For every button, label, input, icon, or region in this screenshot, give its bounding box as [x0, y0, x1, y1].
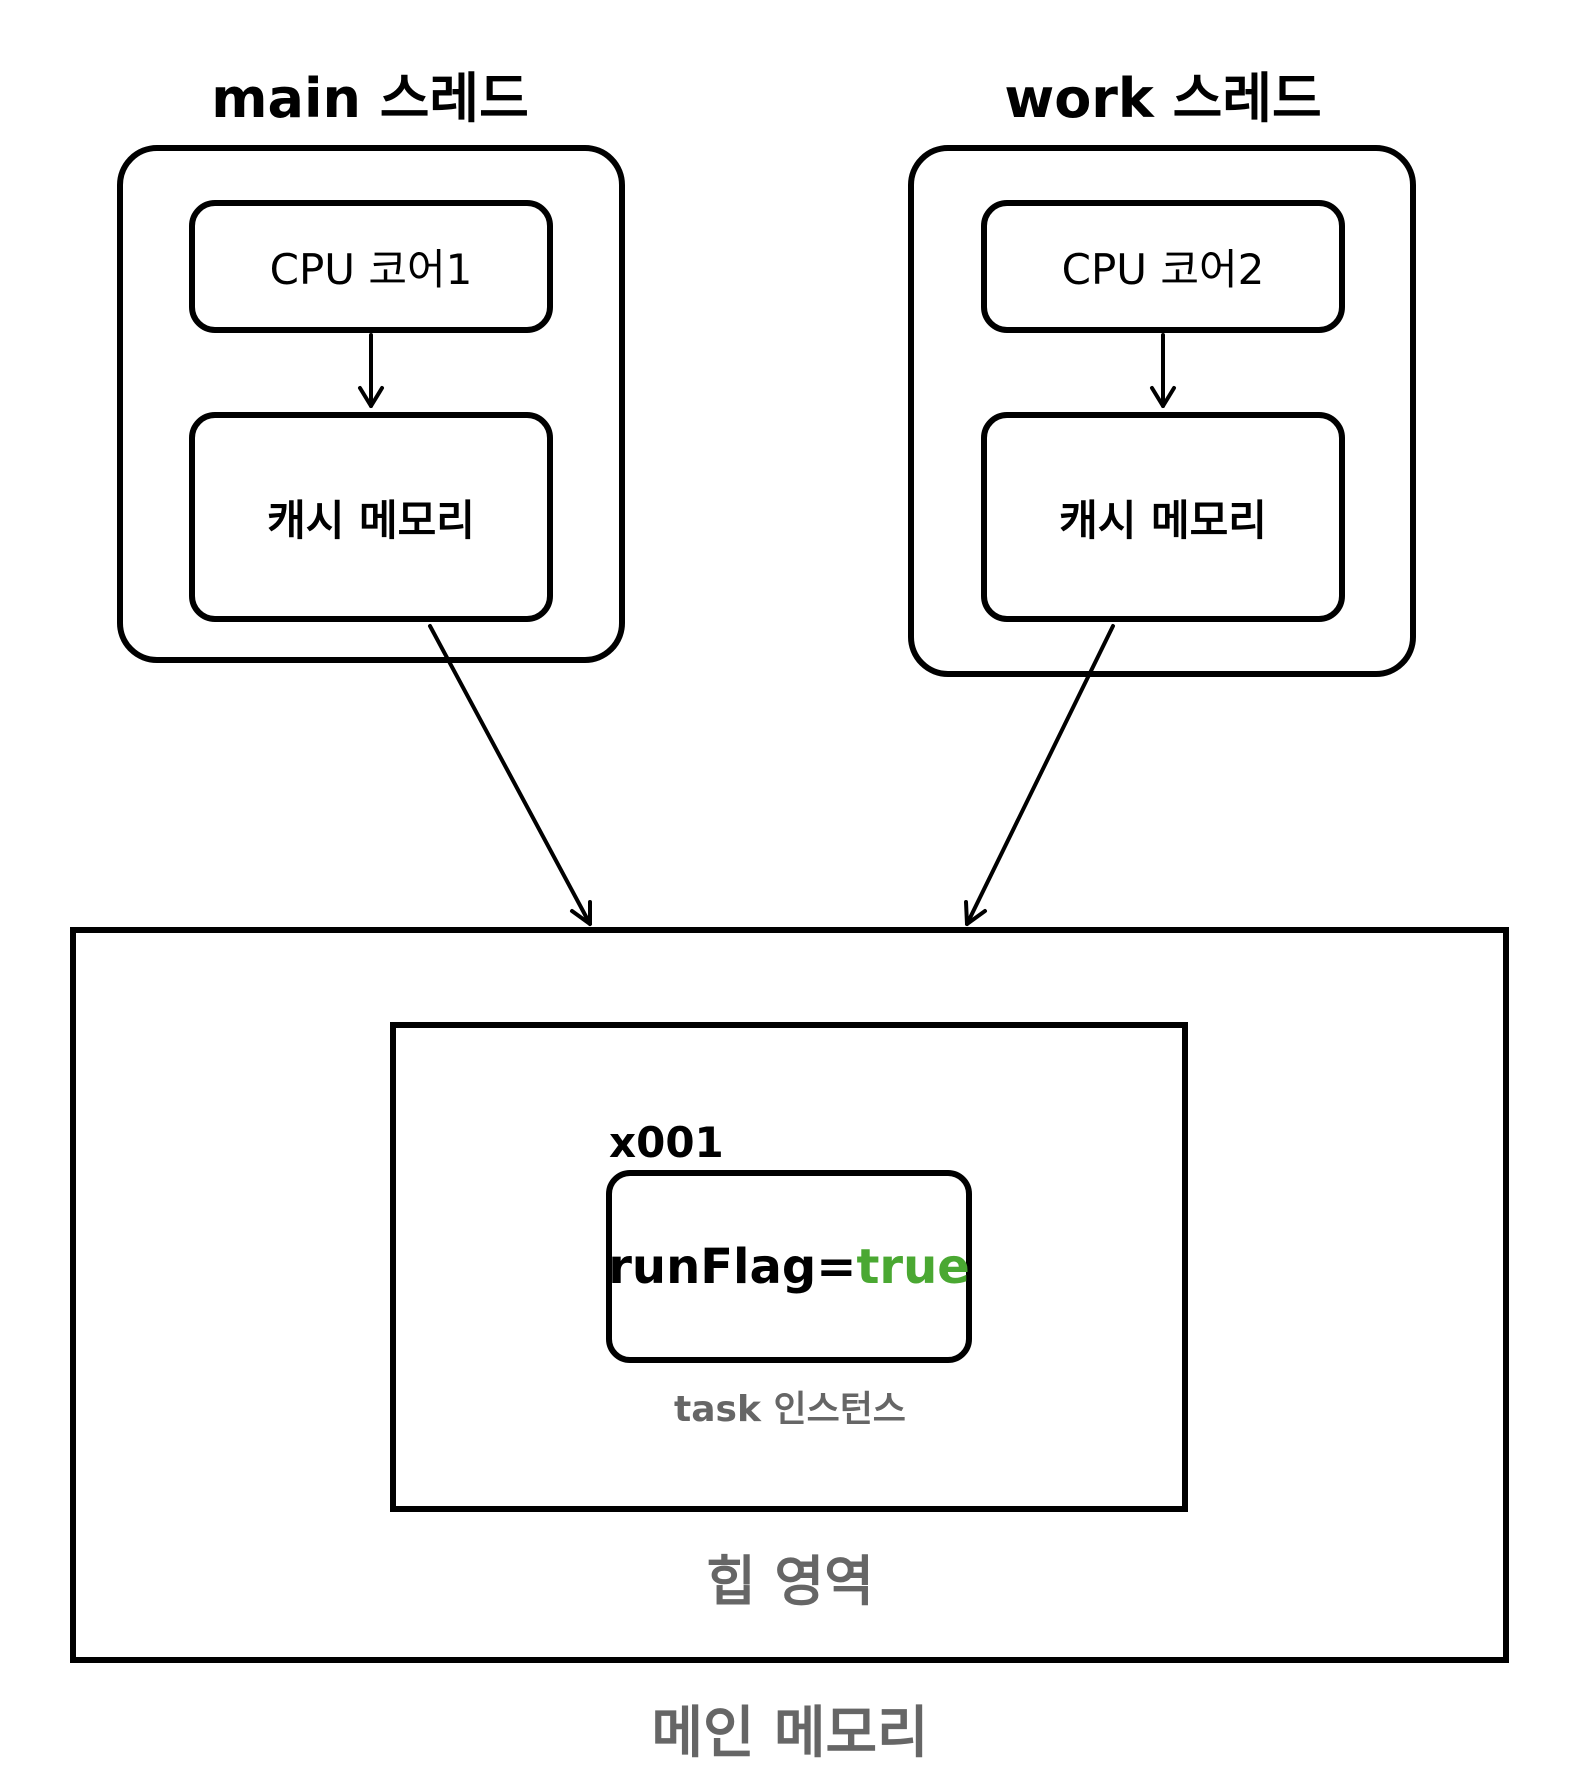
- heap-area-label: 힙 영역: [706, 1550, 874, 1613]
- main-memory-label: 메인 메모리: [651, 1701, 929, 1766]
- task-instance-box: runFlag=true: [606, 1170, 972, 1363]
- task-instance-caption: task 인스턴스: [674, 1389, 906, 1430]
- work-cpu-core-box: CPU 코어2: [981, 200, 1345, 333]
- work-thread-title: work 스레드: [1004, 67, 1322, 130]
- main-cpu-core-box: CPU 코어1: [189, 200, 553, 333]
- main-thread-title: main 스레드: [211, 67, 529, 130]
- work-cache-memory-box: 캐시 메모리: [981, 412, 1345, 622]
- instance-address: x001: [609, 1118, 724, 1167]
- field-value: true: [856, 1238, 970, 1295]
- main-cache-memory-box: 캐시 메모리: [189, 412, 553, 622]
- field-name: runFlag=: [608, 1238, 857, 1295]
- arrow-main-cache-to-memory: [428, 624, 592, 926]
